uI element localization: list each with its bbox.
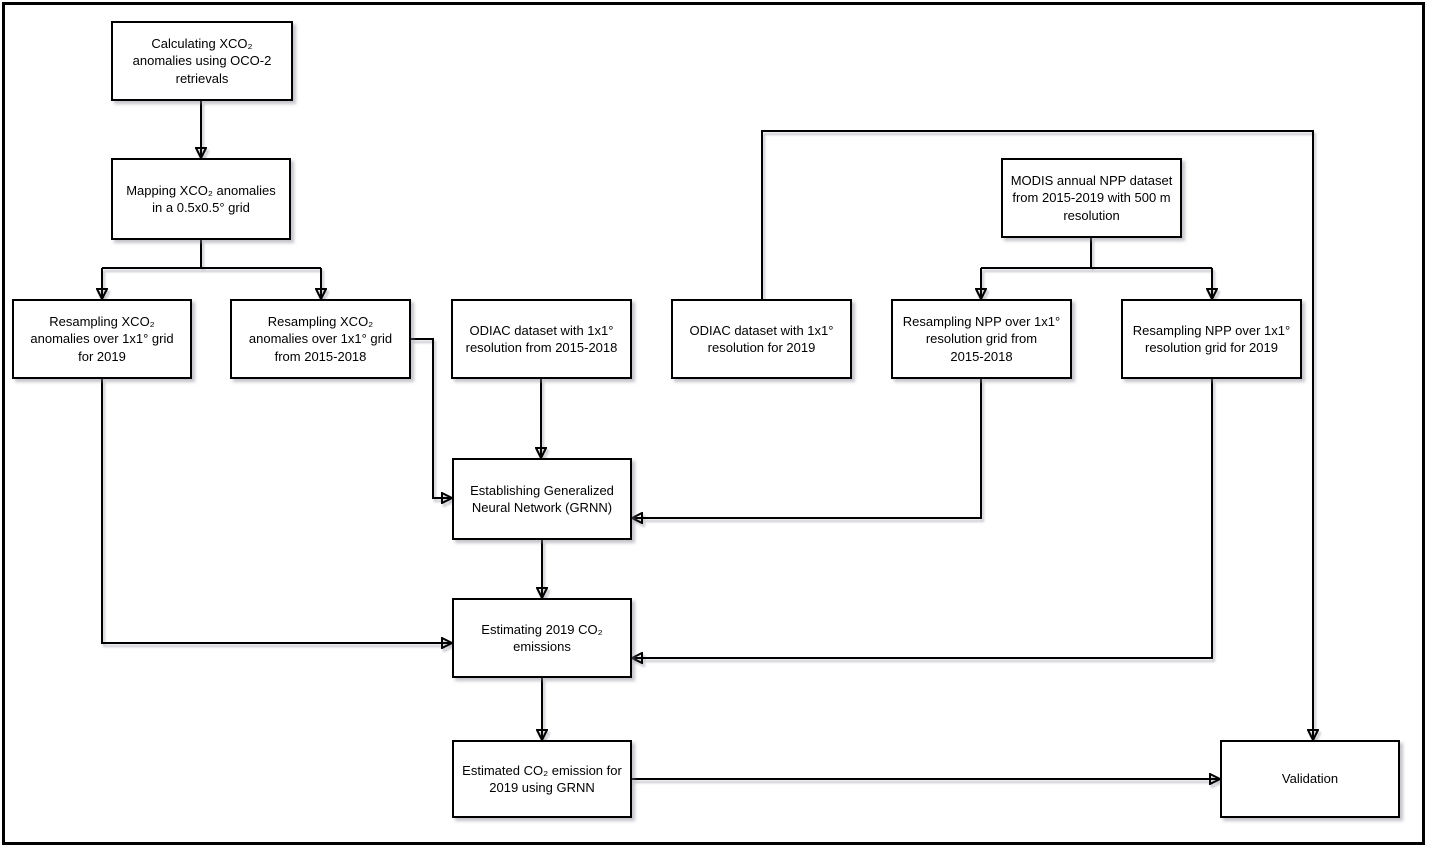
node-resamp-npp-1518-label: Resampling NPP over 1x1° resolution grid… [902,314,1061,364]
edge-map-split-rail [102,240,321,269]
edge-resamp-npp-2019-to-estimating [632,379,1213,658]
node-odiac-2019-label: ODIAC dataset with 1x1° resolution for 2… [689,322,834,355]
node-map-xco2: Mapping XCO₂ anomalies in a 0.5x0.5° gri… [111,158,291,240]
node-resamp-xco2-1518-label: Resampling XCO₂ anomalies over 1x1° grid… [248,314,393,364]
node-resamp-xco2-2019-label: Resampling XCO₂ anomalies over 1x1° grid… [30,314,174,364]
node-estimated: Estimated CO₂ emission for 2019 using GR… [452,740,632,818]
node-grnn: Establishing Generalized Neural Network … [452,458,632,540]
node-modis: MODIS annual NPP dataset from 2015-2019 … [1001,158,1182,238]
node-modis-label: MODIS annual NPP dataset from 2015-2019 … [1010,173,1173,223]
edge-odiac-2019-to-validation [761,130,1313,740]
node-odiac-1518: ODIAC dataset with 1x1° resolution from … [451,299,632,379]
node-resamp-xco2-1518: Resampling XCO₂ anomalies over 1x1° grid… [230,299,411,379]
node-estimating-label: Estimating 2019 CO₂ emissions [481,621,603,654]
edge-resamp-xco2-2019-to-estimating [101,379,452,643]
node-resamp-npp-2019: Resampling NPP over 1x1° resolution grid… [1121,299,1302,379]
edge-modis-split-rail [981,238,1212,269]
node-resamp-npp-2019-label: Resampling NPP over 1x1° resolution grid… [1132,322,1291,355]
node-resamp-xco2-2019: Resampling XCO₂ anomalies over 1x1° grid… [12,299,192,379]
node-map-xco2-label: Mapping XCO₂ anomalies in a 0.5x0.5° gri… [126,182,276,215]
node-estimating: Estimating 2019 CO₂ emissions [452,598,632,678]
node-validation: Validation [1220,740,1400,818]
edge-resamp-xco2-1518-to-grnn [411,338,452,498]
node-resamp-npp-1518: Resampling NPP over 1x1° resolution grid… [891,299,1072,379]
node-calc-xco2-label: Calculating XCO₂ anomalies using OCO-2 r… [132,36,272,86]
node-estimated-label: Estimated CO₂ emission for 2019 using GR… [462,762,622,795]
node-grnn-label: Establishing Generalized Neural Network … [470,482,614,515]
node-odiac-2019: ODIAC dataset with 1x1° resolution for 2… [671,299,852,379]
node-calc-xco2: Calculating XCO₂ anomalies using OCO-2 r… [111,21,293,101]
edge-resamp-npp-1518-to-grnn [632,379,982,518]
node-odiac-1518-label: ODIAC dataset with 1x1° resolution from … [465,322,618,355]
node-validation-label: Validation [1281,771,1339,787]
